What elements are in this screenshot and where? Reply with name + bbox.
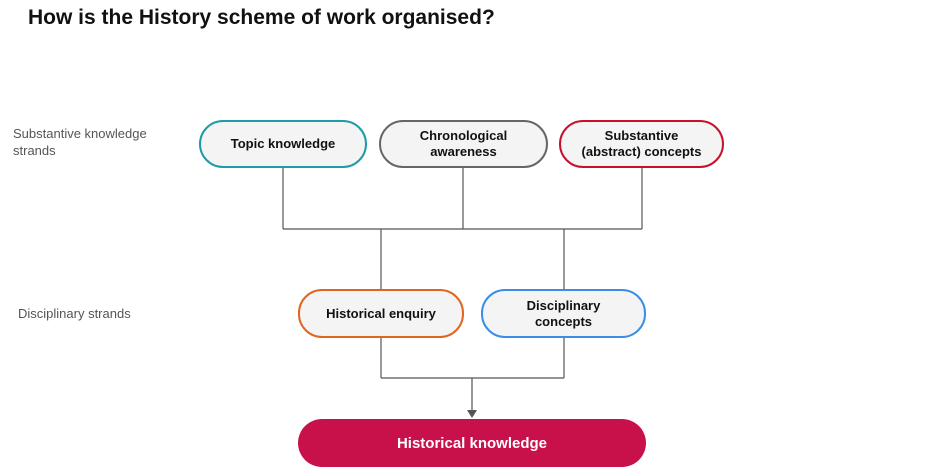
substantive-row-label: Substantive knowledge strands	[13, 126, 147, 158]
page-title: How is the History scheme of work organi…	[28, 6, 495, 29]
disciplinary-concepts-pill: Disciplinary concepts	[481, 289, 646, 338]
disciplinary-row-label: Disciplinary strands	[18, 306, 131, 321]
chronological-awareness-label: Chronological awareness	[419, 128, 508, 159]
disciplinary-concepts-label: Disciplinary concepts	[526, 297, 601, 329]
substantive-concepts-label: Substantive (abstract) concepts	[581, 128, 702, 159]
chronological-awareness-pill: Chronological awareness	[379, 120, 548, 168]
historical-knowledge-label: Historical knowledge	[396, 434, 548, 452]
substantive-concepts-pill: Substantive (abstract) concepts	[559, 120, 724, 168]
historical-enquiry-pill: Historical enquiry	[298, 289, 464, 338]
historical-enquiry-label: Historical enquiry	[326, 305, 436, 321]
topic-knowledge-label: Topic knowledge	[230, 136, 336, 151]
topic-knowledge-pill: Topic knowledge	[199, 120, 367, 168]
historical-knowledge-box: Historical knowledge	[298, 419, 646, 467]
arrow-head	[467, 410, 477, 418]
